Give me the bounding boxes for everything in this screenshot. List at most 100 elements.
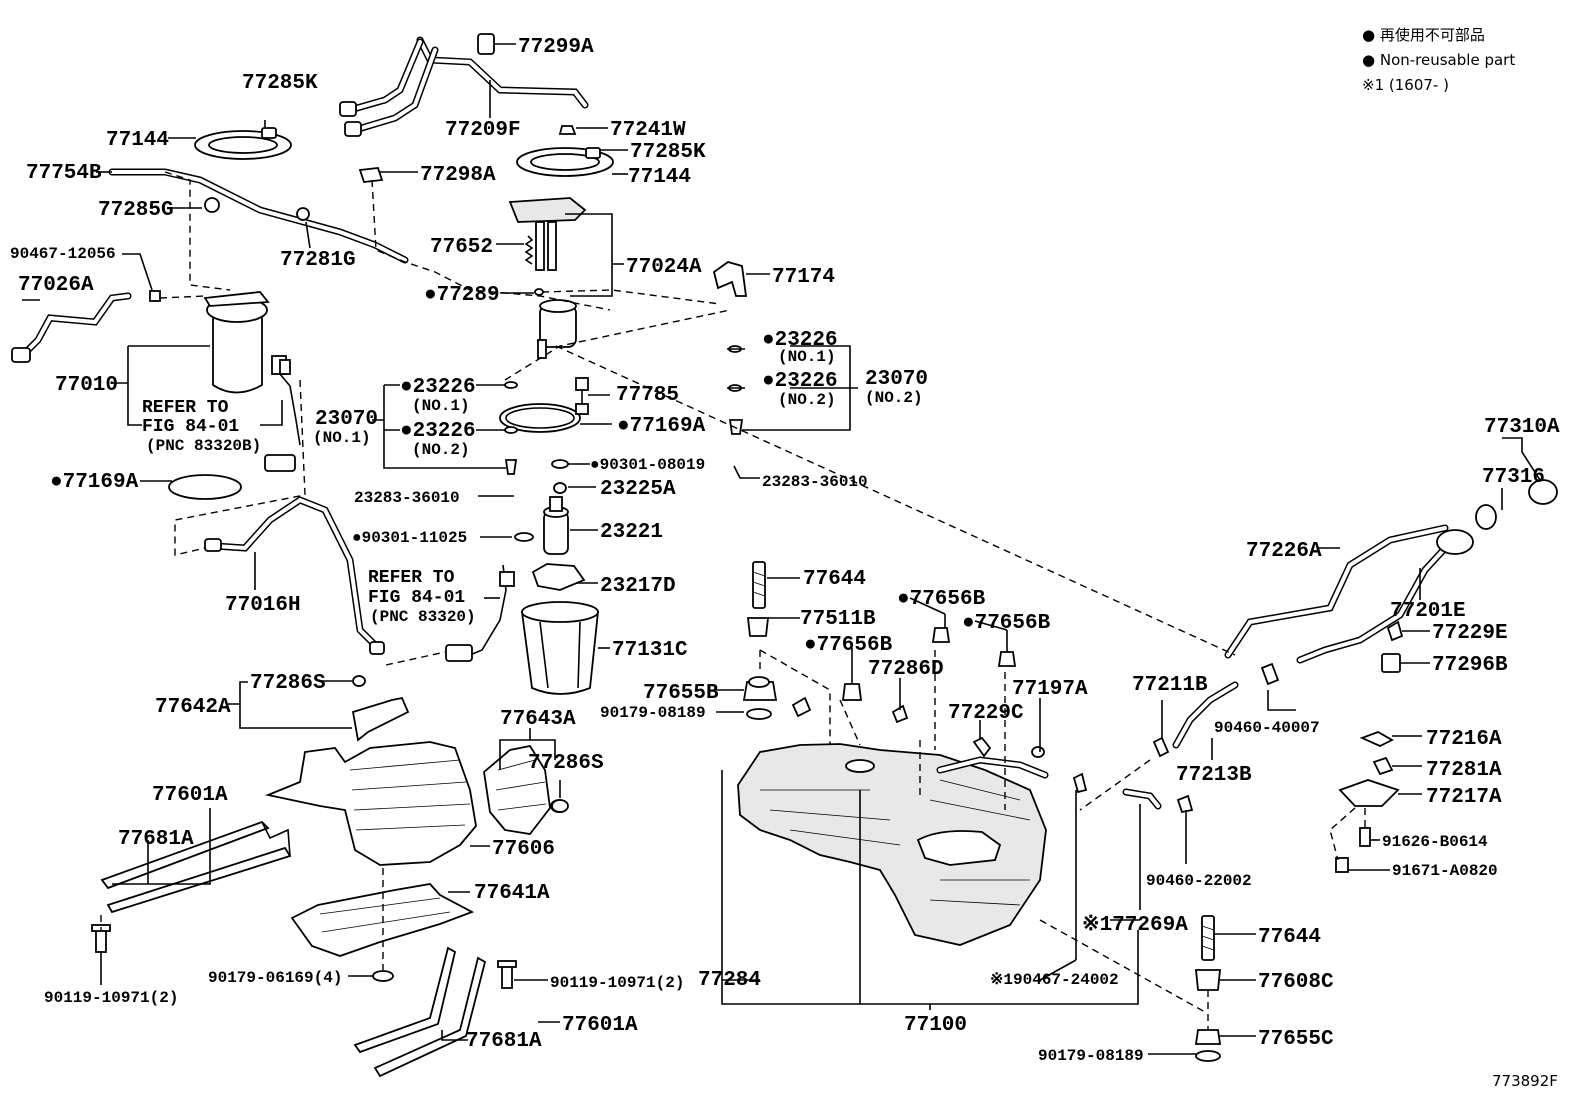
label-23225a: 23225A <box>600 478 676 501</box>
label-91626-b0614: 91626-B0614 <box>1382 833 1488 851</box>
label-23226-left-no2-sub: (NO.2) <box>412 441 470 459</box>
label-77642a: 77642A <box>155 696 231 719</box>
label-23226-right-no2-sub: (NO.2) <box>778 391 836 409</box>
label-77229c: 77229C <box>948 702 1024 725</box>
label-ref-fig-2-line1: REFER TO <box>368 568 455 588</box>
label-23283-36010-left: 23283-36010 <box>354 489 460 507</box>
clamp-77299a-shape <box>477 33 495 55</box>
fuel-filter-canister-drawing <box>203 291 301 472</box>
label-91671-a0820: 91671-A0820 <box>1392 862 1498 880</box>
legend-non-reusable-en: ● Non-reusable part <box>1362 51 1515 69</box>
label-77606: 77606 <box>492 838 555 861</box>
fuel-suction-plate-drawing <box>508 197 587 359</box>
label-90460-22002: 90460-22002 <box>1146 872 1252 890</box>
label-77644-right: 77644 <box>1258 926 1321 949</box>
label-77310a: 77310A <box>1484 416 1560 439</box>
part-drawings <box>11 33 1558 1078</box>
label-90119-10971-right: 90119-10971(2) <box>550 974 684 992</box>
legend-non-reusable-jp: ● 再使用不可部品 <box>1362 26 1485 44</box>
label-77289: ●77289 <box>424 284 500 307</box>
label-77281g: 77281G <box>280 249 356 272</box>
label-77016h: 77016H <box>225 594 301 617</box>
label-23226-right-no1: ●23226 <box>762 329 838 352</box>
label-ref-fig-2-line2: FIG 84-01 <box>368 588 465 608</box>
label-77754b: 77754B <box>26 162 102 185</box>
label-77169a-right: ●77169A <box>617 415 706 438</box>
fuel-pump-drawing <box>543 496 569 555</box>
label-90301-11025: ●90301-11025 <box>352 529 467 547</box>
label-77299a: 77299A <box>518 36 594 59</box>
label-90467-24002: ※190467-24002 <box>990 971 1119 989</box>
label-77601a-lower: 77601A <box>562 1014 638 1037</box>
label-77100: 77100 <box>904 1014 967 1037</box>
main-fuel-tank-drawing <box>737 743 1049 946</box>
figure-id: 773892F <box>1492 1072 1558 1090</box>
filler-pipe-drawing <box>1224 479 1558 673</box>
label-77511b: 77511B <box>800 608 876 631</box>
label-23221: 23221 <box>600 521 663 544</box>
label-77643a: 77643A <box>500 708 576 731</box>
label-23226-right-no2: ●23226 <box>762 370 838 393</box>
heat-insulator-77606-drawing <box>264 741 477 866</box>
gasket-left-shape <box>168 474 242 500</box>
label-77213b: 77213B <box>1176 764 1252 787</box>
leader-lines <box>22 43 1541 1055</box>
tank-band-upper-drawing <box>100 820 292 914</box>
label-23226-left-no2: ●23226 <box>400 420 476 443</box>
label-77024a: 77024A <box>626 256 702 279</box>
label-90460-40007: 90460-40007 <box>1214 719 1320 737</box>
label-23226-left-no1-sub: (NO.1) <box>412 397 470 415</box>
label-90119-10971-left: 90119-10971(2) <box>44 989 178 1007</box>
label-77641a: 77641A <box>474 882 550 905</box>
label-ref-fig-1-line3: (PNC 83320B) <box>146 437 261 455</box>
label-77652: 77652 <box>430 236 493 259</box>
vapor-tube-assembly-drawing <box>339 33 589 137</box>
label-77608c: 77608C <box>1258 971 1334 994</box>
label-77656b-left: ●77656B <box>804 634 893 657</box>
label-77655b: 77655B <box>643 682 719 705</box>
label-77601a-upper: 77601A <box>152 784 228 807</box>
label-77656b-top: ●77656B <box>897 588 986 611</box>
label-77174: 77174 <box>772 266 835 289</box>
label-77284: 77284 <box>698 969 761 992</box>
sub-tank-77131c-drawing <box>520 601 599 695</box>
label-77656b-right: ●77656B <box>962 612 1051 635</box>
label-77201e: 77201E <box>1390 600 1466 623</box>
label-77197a: 77197A <box>1012 678 1088 701</box>
label-77281a: 77281A <box>1426 759 1502 782</box>
label-77285g: 77285G <box>98 199 174 222</box>
label-77316: 77316 <box>1482 466 1545 489</box>
label-77681a-lower: 77681A <box>466 1030 542 1053</box>
label-77211b: 77211B <box>1132 674 1208 697</box>
label-77217a: 77217A <box>1426 786 1502 809</box>
legend-footnote-1: ※1 (1607- ) <box>1362 76 1449 94</box>
label-77286d: 77286D <box>868 658 944 681</box>
label-23226-right-no1-sub: (NO.1) <box>778 348 836 366</box>
label-77144-right: 77144 <box>628 166 691 189</box>
label-ref-fig-1-line2: FIG 84-01 <box>142 417 239 437</box>
label-90179-08189-top: 90179-08189 <box>600 704 706 722</box>
label-77226a: 77226A <box>1246 540 1322 563</box>
label-77296b: 77296B <box>1432 654 1508 677</box>
label-77285k-left: 77285K <box>242 72 318 95</box>
legend: ● 再使用不可部品 ● Non-reusable part ※1 (1607- … <box>1362 26 1515 94</box>
label-77216a: 77216A <box>1426 728 1502 751</box>
label-77026a: 77026A <box>18 274 94 297</box>
label-77241w: 77241W <box>610 119 686 142</box>
label-ref-fig-1-line1: REFER TO <box>142 398 229 418</box>
label-23070-left: 23070 <box>315 408 378 431</box>
label-23070-left-sub: (NO.1) <box>313 429 371 447</box>
label-90179-06169: 90179-06169(4) <box>208 969 342 987</box>
label-90467-12056: 90467-12056 <box>10 245 116 263</box>
label-77169a-left: ●77169A <box>50 471 139 494</box>
gasket-right-shape <box>499 403 581 433</box>
label-77209f: 77209F <box>445 119 521 142</box>
label-23217d: 23217D <box>600 575 676 598</box>
label-77286s-bottom: 77286S <box>528 752 604 775</box>
label-23070-right-sub: (NO.2) <box>865 389 923 407</box>
bracket-77174-shape <box>712 261 748 297</box>
label-77644-center: 77644 <box>803 568 866 591</box>
dashed-reference-lines <box>100 171 1366 1030</box>
label-77681a-upper: 77681A <box>118 828 194 851</box>
